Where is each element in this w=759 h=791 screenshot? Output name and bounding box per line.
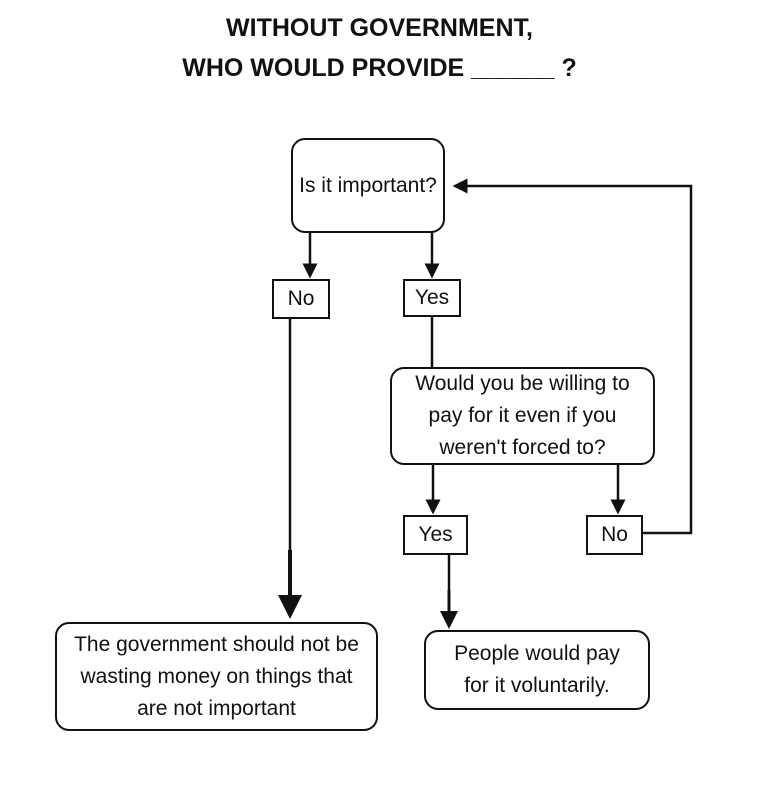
node-pay-voluntarily: People would pay for it voluntarily. xyxy=(424,630,650,710)
title-line-1: WITHOUT GOVERNMENT, xyxy=(226,14,533,42)
node-no-2: No xyxy=(586,515,643,555)
loop-back-arrow xyxy=(452,178,693,535)
node-is-it-important: Is it important? xyxy=(291,138,445,233)
node-yes-1: Yes xyxy=(403,279,461,317)
node-yes-2: Yes xyxy=(403,515,468,555)
title-line-2: WHO WOULD PROVIDE ______ ? xyxy=(182,54,577,82)
node-not-important: The government should not be wasting mon… xyxy=(55,622,378,731)
node-willing-to-pay: Would you be willing to pay for it even … xyxy=(390,367,655,465)
node-no-1: No xyxy=(272,279,330,319)
